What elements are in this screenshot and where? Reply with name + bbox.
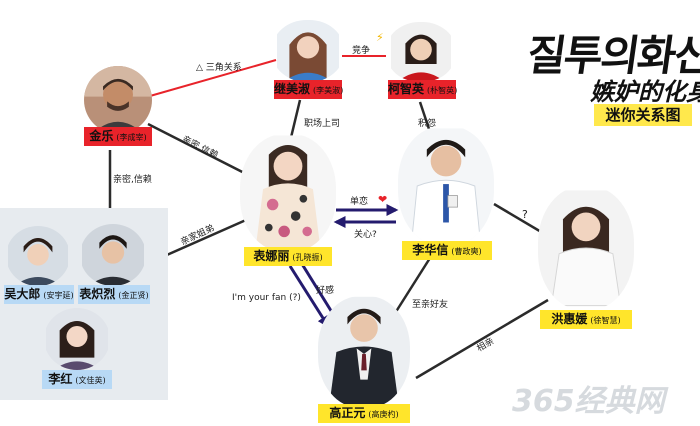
name-fang-meihui: 继美淑 bbox=[274, 82, 311, 96]
label-best-friends: 至亲好友 bbox=[412, 300, 449, 310]
actor-biao-nali: (孔晓振) bbox=[292, 253, 323, 262]
tag-wu-dalang: 吴大郎(安宇延) bbox=[4, 285, 74, 304]
actor-jin-le: (李成宰) bbox=[116, 133, 147, 142]
line-family-nali bbox=[159, 218, 247, 260]
subtitle: 迷你关系图 bbox=[594, 104, 692, 126]
actor-kehaiying: (朴智英) bbox=[427, 86, 458, 95]
name-hong-huiyuan: 洪惠媛 bbox=[551, 312, 588, 326]
avatar-gao-zhengyuan bbox=[318, 296, 410, 408]
label-rivals: 竞争 bbox=[352, 46, 371, 56]
line-huaxin-zhengyuan bbox=[390, 257, 432, 319]
tag-fang-meihui: 继美淑(李美淑) bbox=[274, 80, 344, 99]
tag-kehaiying: 柯智英(朴智英) bbox=[388, 80, 458, 99]
avatar-kehaiying bbox=[386, 22, 456, 82]
lightning-icon: ⚡ bbox=[376, 31, 384, 44]
name-biao-nali: 表娜丽 bbox=[253, 249, 290, 263]
name-wu-dalang: 吴大郎 bbox=[4, 287, 41, 301]
avatar-li-hong bbox=[44, 308, 110, 370]
heart-icon: ❤ bbox=[378, 193, 388, 206]
tag-hong-huiyuan: 洪惠媛(徐智慧) bbox=[540, 310, 632, 329]
watermark: 365经典网 bbox=[512, 384, 665, 419]
label-close-jin-family: 亲密,信赖 bbox=[113, 175, 152, 185]
name-li-huaxin: 李华信 bbox=[412, 243, 449, 257]
tag-biao-nali: 表娜丽(孔晓振) bbox=[244, 247, 332, 266]
actor-gao-zhengyuan: (高庚杓) bbox=[368, 410, 399, 419]
avatar-jin-le bbox=[84, 66, 152, 134]
line-jinle-meishu bbox=[149, 59, 277, 97]
avatar-li-huaxin bbox=[398, 126, 494, 246]
name-kehaiying: 柯智英 bbox=[388, 82, 425, 96]
label-triangle: △ 三角关系 bbox=[196, 63, 242, 73]
actor-biao-chilie: (金正贤) bbox=[118, 291, 149, 300]
avatar-fang-meihui bbox=[272, 20, 344, 82]
avatar-biao-chilie bbox=[80, 224, 146, 286]
avatar-hong-huiyuan bbox=[538, 186, 634, 310]
chinese-title: 嫉妒的化身 bbox=[590, 77, 700, 106]
name-gao-zhengyuan: 高正元 bbox=[329, 406, 366, 420]
actor-li-huaxin: (曹政奭) bbox=[451, 247, 482, 256]
actor-li-hong: (文佳英) bbox=[75, 376, 106, 385]
label-grudge: 积怨 bbox=[418, 119, 437, 129]
tag-li-hong: 李红(文佳英) bbox=[42, 370, 112, 389]
tag-jin-le: 金乐(李成宰) bbox=[84, 127, 152, 146]
label-question: ? bbox=[522, 208, 528, 221]
name-li-hong: 李红 bbox=[48, 372, 73, 386]
tag-gao-zhengyuan: 高正元(高庚杓) bbox=[318, 404, 410, 423]
label-fondness: 好感 bbox=[316, 286, 335, 296]
line-huiyuan-zhengyuan bbox=[415, 298, 549, 380]
arrow-fan bbox=[288, 265, 330, 329]
actor-hong-huiyuan: (徐智慧) bbox=[590, 316, 621, 325]
name-jin-le: 金乐 bbox=[89, 129, 114, 143]
avatar-biao-nali bbox=[240, 134, 336, 252]
tag-li-huaxin: 李华信(曹政奭) bbox=[402, 241, 492, 260]
actor-fang-meihui: (李美淑) bbox=[313, 86, 344, 95]
name-biao-chilie: 表炽烈 bbox=[79, 287, 116, 301]
label-fan: I'm your fan (?) bbox=[232, 293, 301, 303]
label-care: 关心? bbox=[354, 230, 377, 240]
label-boss: 职场上司 bbox=[304, 119, 341, 129]
tag-biao-chilie: 表炽烈(金正贤) bbox=[78, 285, 150, 304]
avatar-wu-dalang bbox=[6, 226, 70, 286]
actor-wu-dalang: (安宇延) bbox=[43, 291, 74, 300]
label-crush: 单恋 bbox=[350, 197, 369, 207]
